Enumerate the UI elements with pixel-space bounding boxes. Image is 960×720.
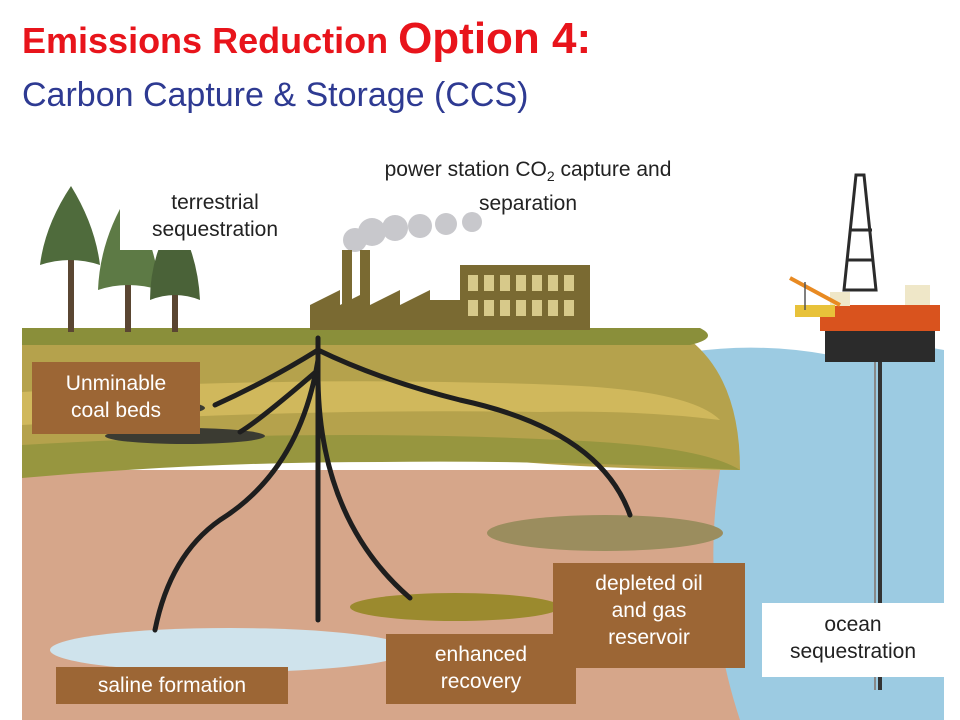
title-part-2: Option 4: xyxy=(398,14,592,63)
label-terrestrial-sequestration: terrestrial sequestration xyxy=(120,184,310,250)
ocean-line-2: sequestration xyxy=(789,640,917,663)
coal-line-1: Unminable xyxy=(65,372,167,395)
page-subtitle: Carbon Capture & Storage (CCS) xyxy=(22,76,529,114)
enhanced-line-2: recovery xyxy=(440,670,522,693)
power-station-text-a: power station CO xyxy=(384,158,547,181)
terrestrial-line-1: terrestrial xyxy=(171,191,259,214)
label-depleted-oil-gas-reservoir: depleted oil and gas reservoir xyxy=(553,563,745,668)
terrestrial-line-2: sequestration xyxy=(151,218,279,241)
depleted-line-2: and gas xyxy=(611,599,687,622)
gas-reservoir xyxy=(487,515,723,551)
power-station-windows xyxy=(468,275,574,316)
offshore-oil-rig xyxy=(789,173,940,690)
injection-pipes xyxy=(152,335,633,633)
label-power-station: power station CO2 capture and separation xyxy=(322,156,734,217)
enhanced-line-1: enhanced xyxy=(434,643,528,666)
power-station-subscript: 2 xyxy=(546,168,555,185)
saline-text: saline formation xyxy=(97,674,247,697)
label-unminable-coal-beds: Unminable coal beds xyxy=(32,362,200,434)
depleted-line-1: depleted oil xyxy=(595,572,703,595)
ground-surface xyxy=(22,328,708,345)
depleted-line-3: reservoir xyxy=(608,626,690,649)
label-enhanced-recovery: enhanced recovery xyxy=(386,634,576,704)
ocean-line-1: ocean xyxy=(824,613,882,636)
label-saline-formation: saline formation xyxy=(56,667,288,704)
saline-aquifer xyxy=(50,628,410,672)
power-station-text-c: separation xyxy=(478,192,578,216)
oil-reservoir xyxy=(350,593,560,621)
green-stripe xyxy=(22,435,740,478)
page-title: Emissions Reduction Option 4: xyxy=(22,14,591,64)
power-station-text-b: capture and xyxy=(554,158,672,181)
smoke-plume xyxy=(343,212,482,252)
coal-line-2: coal beds xyxy=(71,399,161,422)
label-ocean-sequestration: ocean sequestration xyxy=(762,603,944,677)
title-part-1: Emissions Reduction xyxy=(22,20,399,61)
